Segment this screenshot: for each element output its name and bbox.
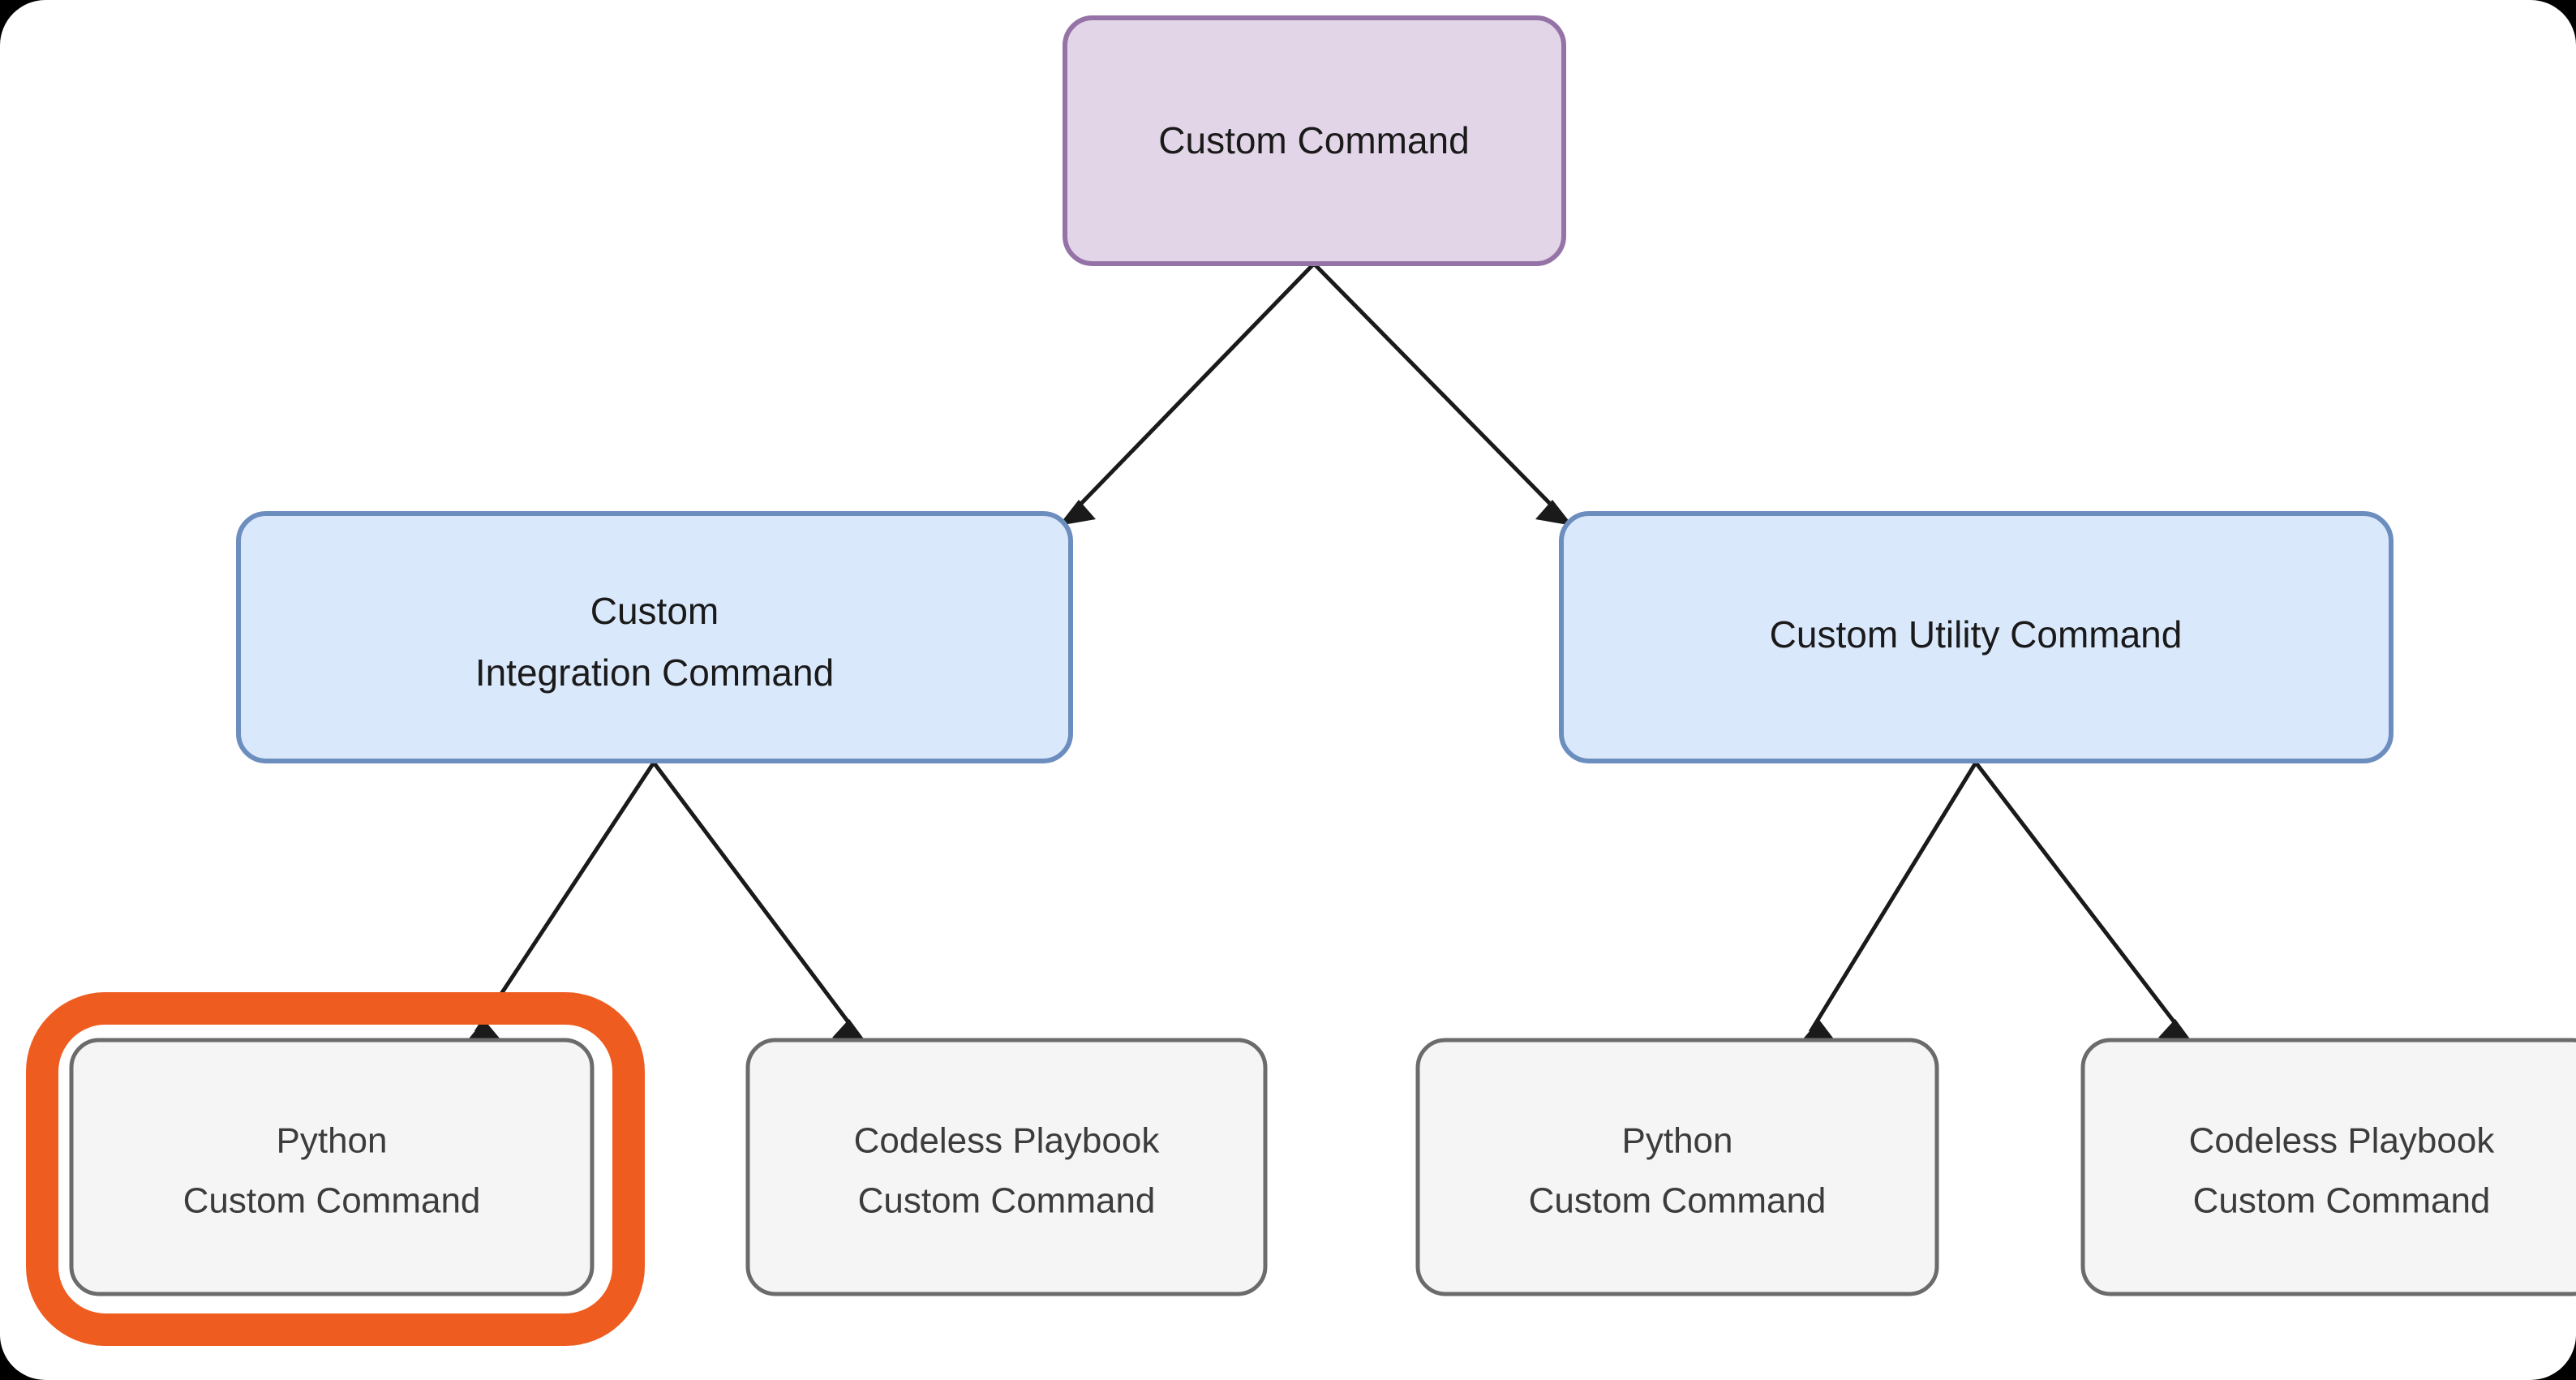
node-shape[interactable] (1559, 511, 2394, 763)
node-shape[interactable] (236, 511, 1073, 763)
node-label-line-2: Custom Command (2193, 1181, 2491, 1221)
node-shape[interactable] (69, 1038, 595, 1296)
highlight-rectangle (26, 992, 645, 1346)
edge-line (1312, 262, 1561, 514)
node-label-line-1: Custom (590, 590, 719, 632)
node-label: Custom Command (1158, 119, 1469, 161)
node-python-custom-command-integration[interactable]: Python Custom Command (69, 1038, 595, 1296)
arrow-head-icon (1535, 500, 1573, 526)
node-label-line-1: Codeless Playbook (2189, 1121, 2496, 1161)
node-label-line-1: Python (1622, 1121, 1733, 1161)
node-shape[interactable] (1063, 15, 1566, 266)
node-label-line-2: Custom Command (183, 1181, 481, 1221)
node-shape[interactable] (1415, 1038, 1939, 1296)
node-label-line-2: Custom Command (858, 1181, 1156, 1221)
edge-root-to-utility (1312, 262, 1573, 526)
edge-utility-to-codeless (1974, 761, 2196, 1047)
node-codeless-playbook-custom-command-utility[interactable]: Codeless Playbook Custom Command (2080, 1038, 2576, 1296)
node-shape[interactable] (2080, 1038, 2576, 1296)
node-custom-utility-command[interactable]: Custom Utility Command (1559, 511, 2394, 763)
node-codeless-playbook-custom-command-integration[interactable]: Codeless Playbook Custom Command (745, 1038, 1268, 1296)
node-label: Custom Utility Command (1770, 613, 2183, 656)
node-custom-command[interactable]: Custom Command (1063, 15, 1566, 266)
node-label-line-1: Codeless Playbook (854, 1121, 1161, 1161)
node-shape[interactable] (745, 1038, 1268, 1296)
node-python-custom-command-utility[interactable]: Python Custom Command (1415, 1038, 1939, 1296)
node-label-line-1: Python (277, 1121, 388, 1161)
edge-line (652, 761, 857, 1034)
edge-utility-to-python (1797, 761, 1978, 1047)
node-label-line-2: Integration Command (475, 651, 834, 694)
node-label-line-2: Custom Command (1529, 1181, 1827, 1221)
edge-line (1071, 262, 1316, 514)
edge-line (1974, 761, 2183, 1034)
node-custom-integration-command[interactable]: Custom Integration Command (236, 511, 1073, 763)
edge-root-to-integration (1058, 262, 1316, 526)
edge-line (474, 761, 656, 1034)
highlight-annotation (26, 992, 645, 1346)
edge-integration-to-codeless (652, 761, 869, 1047)
arrow-head-icon (1058, 500, 1096, 526)
edge-line (1808, 761, 1978, 1034)
